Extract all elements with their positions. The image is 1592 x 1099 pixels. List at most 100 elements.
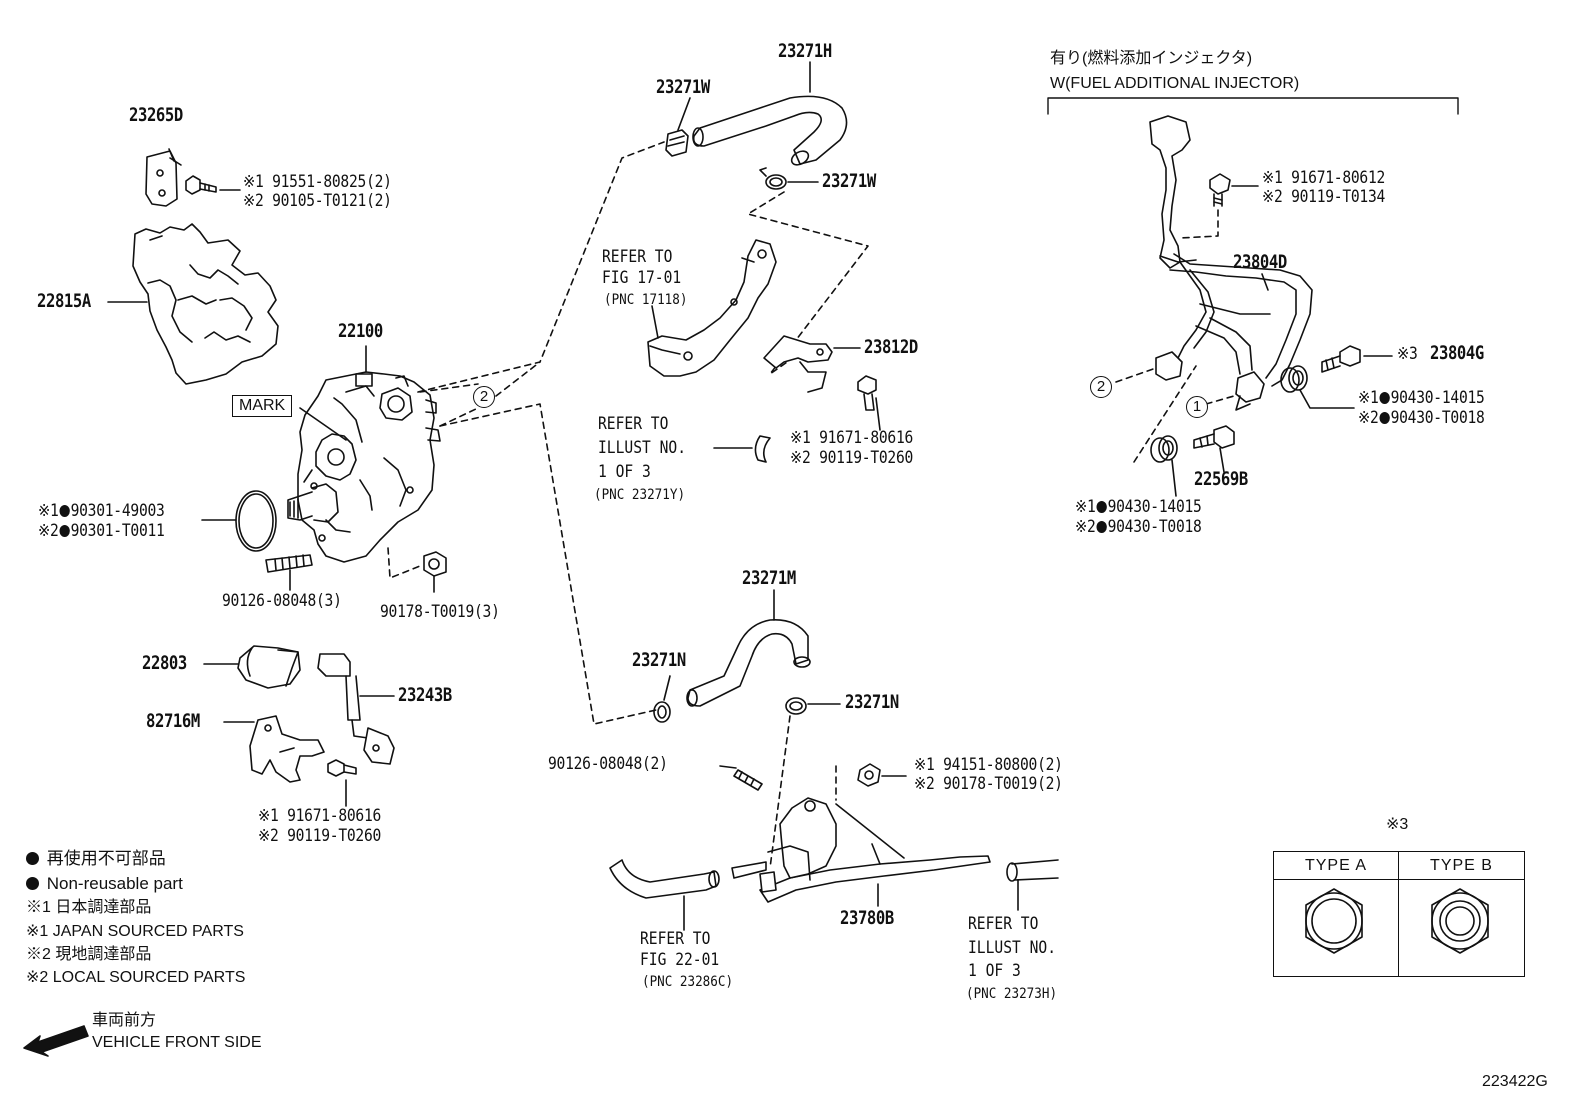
bolt-91671-80616-b: [327, 759, 357, 807]
type-b-nut: [1431, 888, 1489, 954]
part-23812D-clamp: [763, 335, 833, 393]
label-23271M: 23271M: [742, 567, 796, 589]
legend-nonreusable-en: Non-reusable part: [26, 875, 183, 892]
circled-2-injector: 2: [1090, 376, 1112, 398]
ref-illust-a-line3: 1 OF 3: [598, 462, 651, 482]
fastener-91671-80616-b-line2: ※2 90119-T0260: [258, 826, 382, 846]
nut-90178-T0019: [423, 551, 447, 593]
label-23804G: 23804G: [1430, 342, 1484, 364]
part-23243B-sensor: [317, 653, 395, 765]
ref-fig22-line3: (PNC 23286C): [642, 974, 734, 990]
label-23804D: 23804D: [1233, 251, 1287, 273]
label-23265D: 23265D: [129, 104, 183, 126]
label-23271N-b: 23271N: [845, 691, 899, 713]
clip-23271N-b: [785, 697, 807, 715]
fastener-91671-80612-line2: ※2 90119-T0134: [1262, 187, 1386, 207]
part-23780B-pipe: [731, 797, 991, 907]
part-22803-cap: [237, 645, 301, 689]
label-22815A: 22815A: [37, 290, 91, 312]
ref-illust-a-line1: REFER TO: [598, 414, 669, 434]
part-23271H-hose: [692, 95, 848, 166]
ref-illust-b-line3: 1 OF 3: [968, 961, 1021, 981]
legend-nonreusable-jp: 再使用不可部品: [26, 850, 166, 867]
front-label-jp: 車両前方: [92, 1012, 157, 1029]
fastener-94151-line1: ※1 94151-80800(2): [914, 755, 1063, 775]
part-22815A-housing: [132, 223, 279, 385]
ref-fig17-line2: FIG 17-01: [602, 268, 682, 288]
fastener-91551-line1: ※1 91551-80825(2): [243, 172, 392, 192]
legend-japan-en: ※1 JAPAN SOURCED PARTS: [26, 923, 244, 940]
ref-illust-a-line2: ILLUST NO.: [598, 438, 687, 458]
bolt-91551: [185, 175, 241, 195]
part-22100-supply-pump: [287, 371, 441, 563]
label-82716M: 82716M: [146, 710, 200, 732]
fastener-23804G-note: ※3: [1397, 344, 1418, 364]
fastener-91671-80616-line2: ※2 90119-T0260: [790, 448, 914, 468]
clip-23271W-b: [759, 167, 787, 190]
type-table-divider: [1398, 879, 1399, 976]
legend-japan-jp: ※1 日本調達部品: [26, 899, 152, 916]
fastener-90126-3: 90126-08048(3): [222, 591, 342, 611]
label-23271N-a: 23271N: [632, 649, 686, 671]
type-a-header: TYPE A: [1274, 852, 1399, 880]
gasket-90430-b: [1150, 435, 1178, 497]
label-23243B: 23243B: [398, 684, 452, 706]
stud-90126-08048-b: [719, 765, 763, 791]
fastener-91671-80612-line1: ※1 91671-80612: [1262, 168, 1386, 188]
part-22569B-bolt: [1193, 425, 1235, 473]
legend-local-en: ※2 LOCAL SOURCED PARTS: [26, 969, 246, 986]
nut-type-table: TYPE A TYPE B: [1273, 851, 1525, 977]
label-23271H: 23271H: [778, 40, 832, 62]
stud-90126-08048: [265, 554, 313, 591]
illustration-id: 223422G: [1482, 1073, 1548, 1090]
part-o-ring: [235, 490, 277, 552]
nut-94151-80800: [857, 763, 907, 787]
mark-label: MARK: [232, 395, 293, 417]
bolt-91671-80616: [857, 375, 881, 431]
front-label-en: VEHICLE FRONT SIDE: [92, 1034, 262, 1051]
part-23804G-bolt: [1321, 345, 1393, 373]
ref-fig17-line3: (PNC 17118): [604, 292, 688, 308]
label-22100: 22100: [338, 320, 383, 342]
legend-local-jp: ※2 現地調達部品: [26, 946, 152, 963]
label-22803: 22803: [142, 652, 187, 674]
fastener-90178-3: 90178-T0019(3): [380, 602, 500, 622]
label-23271W-b: 23271W: [822, 170, 876, 192]
ref-illust-b-line4: (PNC 23273H): [966, 986, 1058, 1002]
injector-header-en: W(FUEL ADDITIONAL INJECTOR): [1050, 75, 1300, 92]
ref-illust-a-line4: (PNC 23271Y): [594, 487, 686, 503]
fastener-91671-80616-b-line1: ※1 91671-80616: [258, 806, 382, 826]
ref-fig17-line1: REFER TO: [602, 247, 673, 267]
part-23804D-injector-pipe: [1149, 115, 1313, 411]
clip-23271N-a: [653, 701, 671, 723]
gasket-90430-a: [1280, 365, 1355, 409]
hose-23286C: [609, 859, 720, 931]
ref-fig22-line1: REFER TO: [640, 929, 711, 949]
ref-illust-b-line1: REFER TO: [968, 914, 1039, 934]
fastener-91671-80616-line1: ※1 91671-80616: [790, 428, 914, 448]
injector-header-jp: 有り(燃料添加インジェクタ): [1050, 50, 1253, 67]
bolt-91671-80612: [1209, 173, 1259, 207]
label-22569B: 22569B: [1194, 468, 1248, 490]
fastener-90126-2: 90126-08048(2): [548, 754, 668, 774]
part-82716M-bracket: [249, 715, 325, 783]
circled-1-injector: 1: [1186, 396, 1208, 418]
hose-end-23271Y: [713, 435, 771, 463]
clip-23271W-a: [665, 129, 689, 157]
circled-2-pump: 2: [473, 386, 495, 408]
ref-illust-b-line2: ILLUST NO.: [968, 938, 1057, 958]
hose-23273H: [1006, 858, 1059, 911]
type-a-nut: [1305, 888, 1363, 954]
part-23265D-bracket: [145, 148, 182, 207]
fastener-94151-line2: ※2 90178-T0019(2): [914, 774, 1063, 794]
ref-fig22-line2: FIG 22-01: [640, 950, 720, 970]
label-23780B: 23780B: [840, 907, 894, 929]
vehicle-front-arrow-icon: [23, 1025, 89, 1057]
